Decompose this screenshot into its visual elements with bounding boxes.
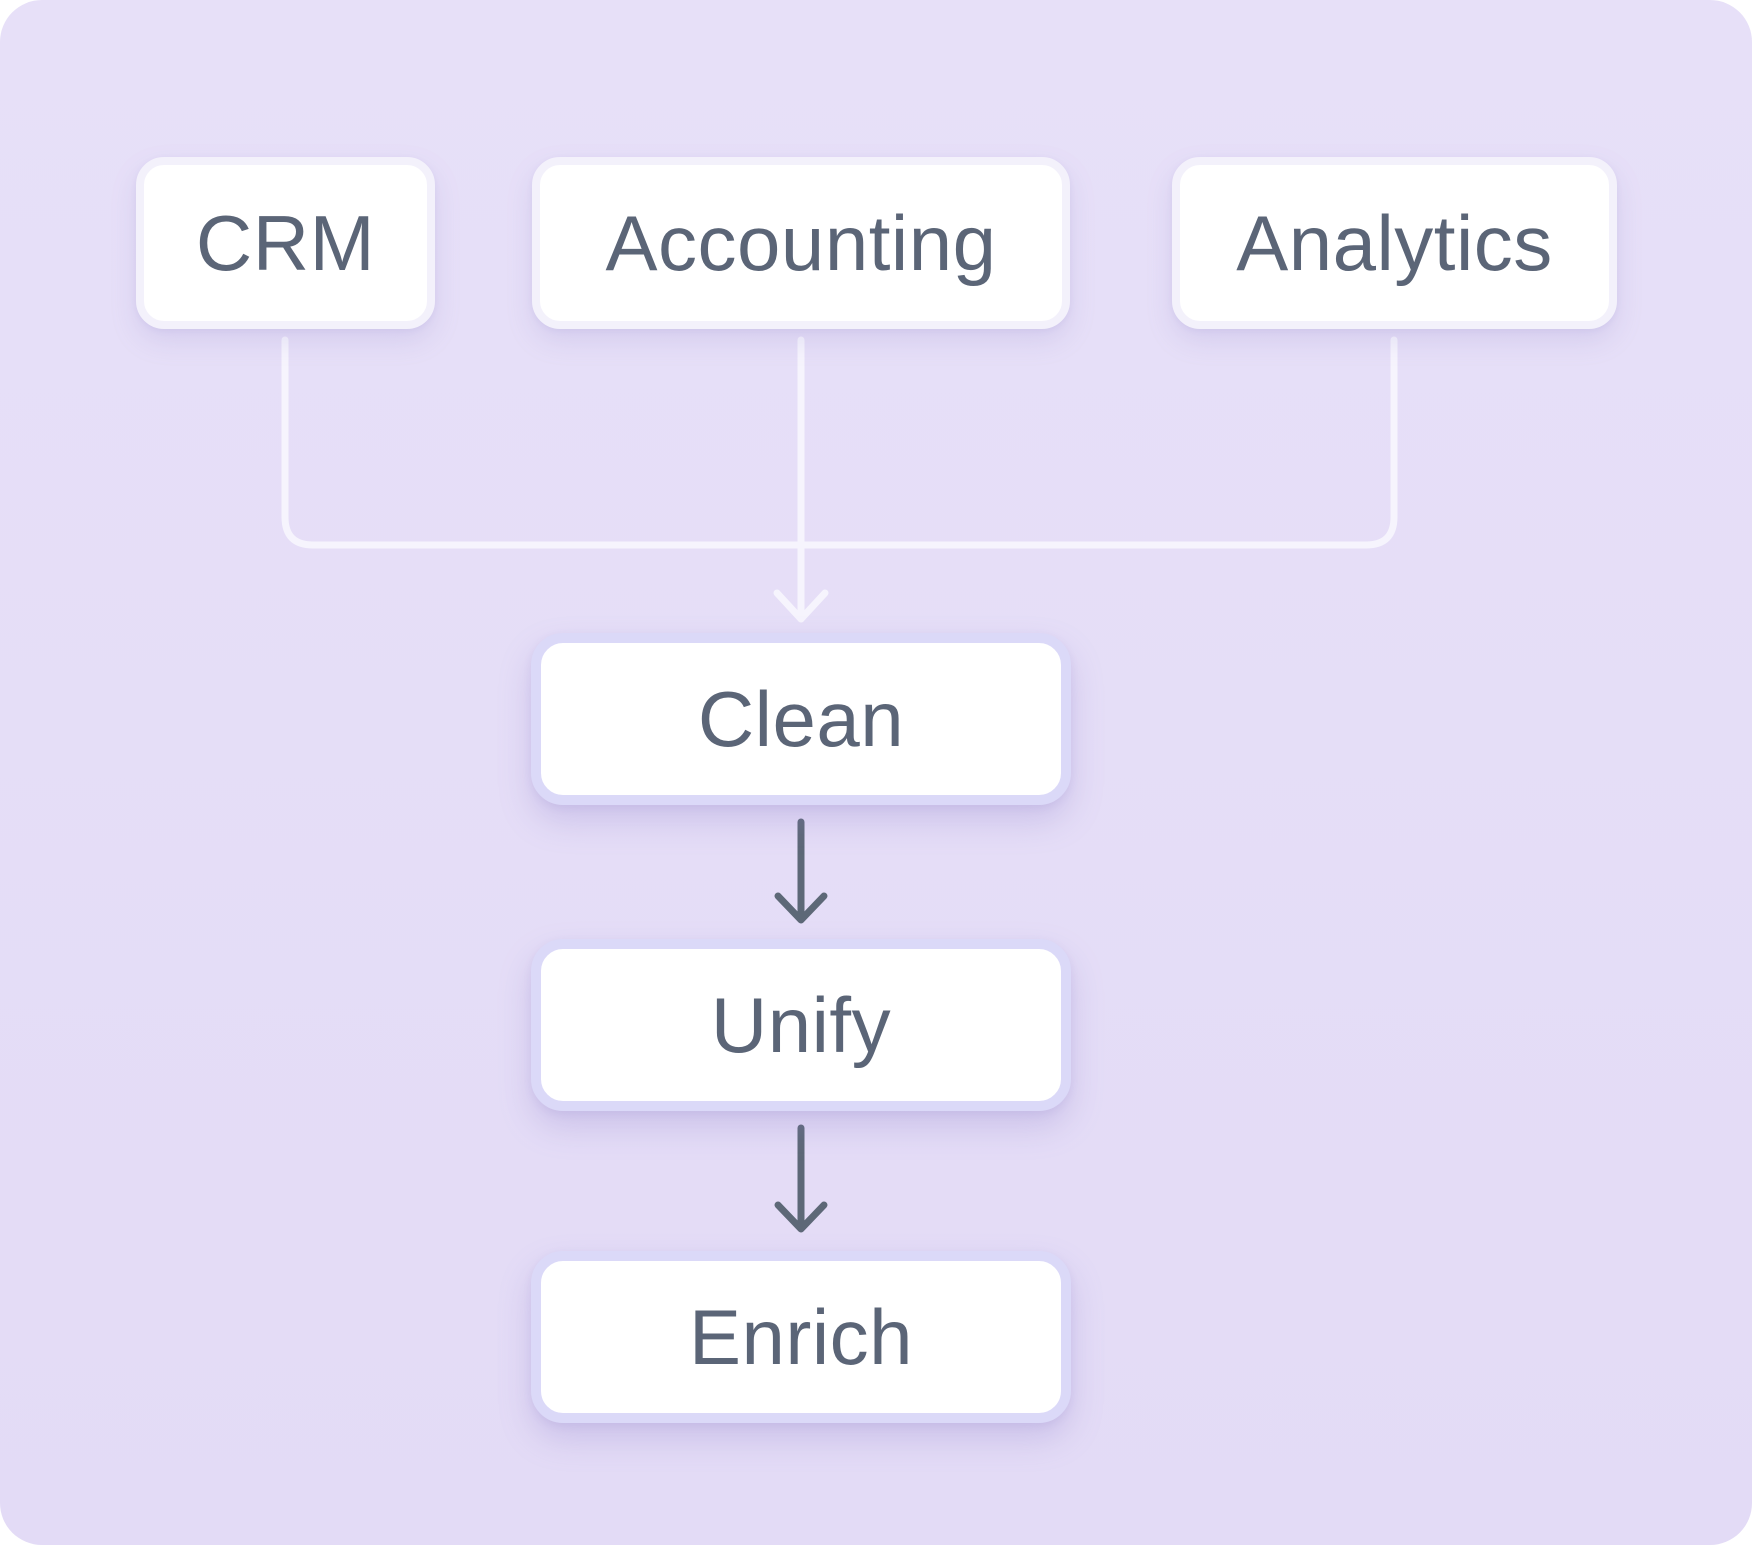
source-node-analytics-label: Analytics xyxy=(1236,199,1553,287)
clean-to-unify-arrowhead-icon xyxy=(774,892,828,924)
pipeline-node-unify-label: Unify xyxy=(710,981,892,1069)
pipeline-node-clean-label: Clean xyxy=(697,675,905,763)
source-node-accounting-label: Accounting xyxy=(605,199,997,287)
source-node-accounting: Accounting xyxy=(532,157,1070,329)
pipeline-node-clean: Clean xyxy=(531,633,1071,805)
merge-arrowhead-icon xyxy=(773,589,829,623)
pipeline-node-enrich: Enrich xyxy=(531,1251,1071,1423)
source-node-analytics: Analytics xyxy=(1172,157,1617,329)
source-node-crm: CRM xyxy=(136,157,435,329)
pipeline-node-enrich-label: Enrich xyxy=(688,1293,914,1381)
source-node-crm-label: CRM xyxy=(195,199,376,287)
merge-connector-line xyxy=(281,336,1398,549)
unify-to-enrich-arrowhead-icon xyxy=(774,1201,828,1233)
pipeline-node-unify: Unify xyxy=(531,939,1071,1111)
